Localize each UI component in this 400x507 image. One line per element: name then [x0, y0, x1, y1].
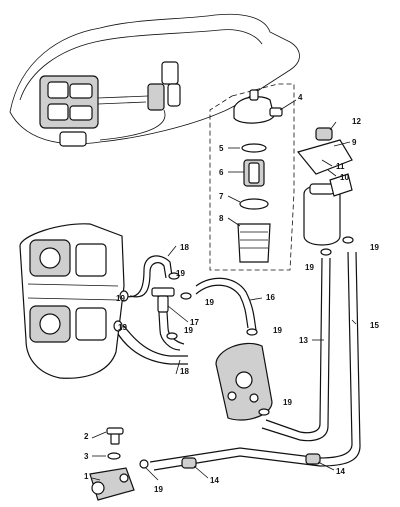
callout-18-lower: 18	[180, 367, 189, 376]
callout-14-right: 14	[336, 467, 345, 476]
callout-labels: 4 5 6 7 8 12 9 11 10 18 19 19 19 16 17 1…	[84, 93, 379, 494]
callout-19-b: 19	[116, 294, 125, 303]
callout-10: 10	[340, 173, 349, 182]
callout-7: 7	[219, 192, 224, 201]
callout-8: 8	[219, 214, 224, 223]
fuel-filter-assembly	[209, 83, 295, 271]
fuel-pump	[215, 342, 273, 421]
callout-6: 6	[219, 168, 224, 177]
callout-12: 12	[352, 117, 361, 126]
callout-2: 2	[84, 432, 89, 441]
callout-19-a: 19	[176, 269, 185, 278]
callout-19-d: 19	[118, 323, 127, 332]
callout-11: 11	[336, 162, 345, 171]
callout-17: 17	[190, 318, 199, 327]
hose-clamps	[113, 236, 354, 469]
callout-15: 15	[370, 321, 379, 330]
callout-13: 13	[299, 336, 308, 345]
callout-19-j: 19	[154, 485, 163, 494]
callout-16: 16	[266, 293, 275, 302]
callout-18-upper: 18	[180, 243, 189, 252]
fuel-connector	[89, 427, 135, 501]
water-separating-filter	[296, 127, 353, 246]
callout-5: 5	[219, 144, 224, 153]
carburetor-assembly	[19, 223, 125, 379]
callout-9: 9	[352, 138, 357, 147]
callout-19-h: 19	[305, 263, 314, 272]
engine-inset-view	[9, 13, 300, 147]
callout-19-e: 19	[184, 326, 193, 335]
callout-1: 1	[84, 472, 89, 481]
callout-19-i: 19	[283, 398, 292, 407]
callout-4: 4	[298, 93, 303, 102]
callout-14-left: 14	[210, 476, 219, 485]
leader-lines	[91, 99, 357, 481]
callout-19-f: 19	[273, 326, 282, 335]
callout-19-g: 19	[370, 243, 379, 252]
callout-19-c: 19	[205, 298, 214, 307]
callout-3: 3	[84, 452, 89, 461]
